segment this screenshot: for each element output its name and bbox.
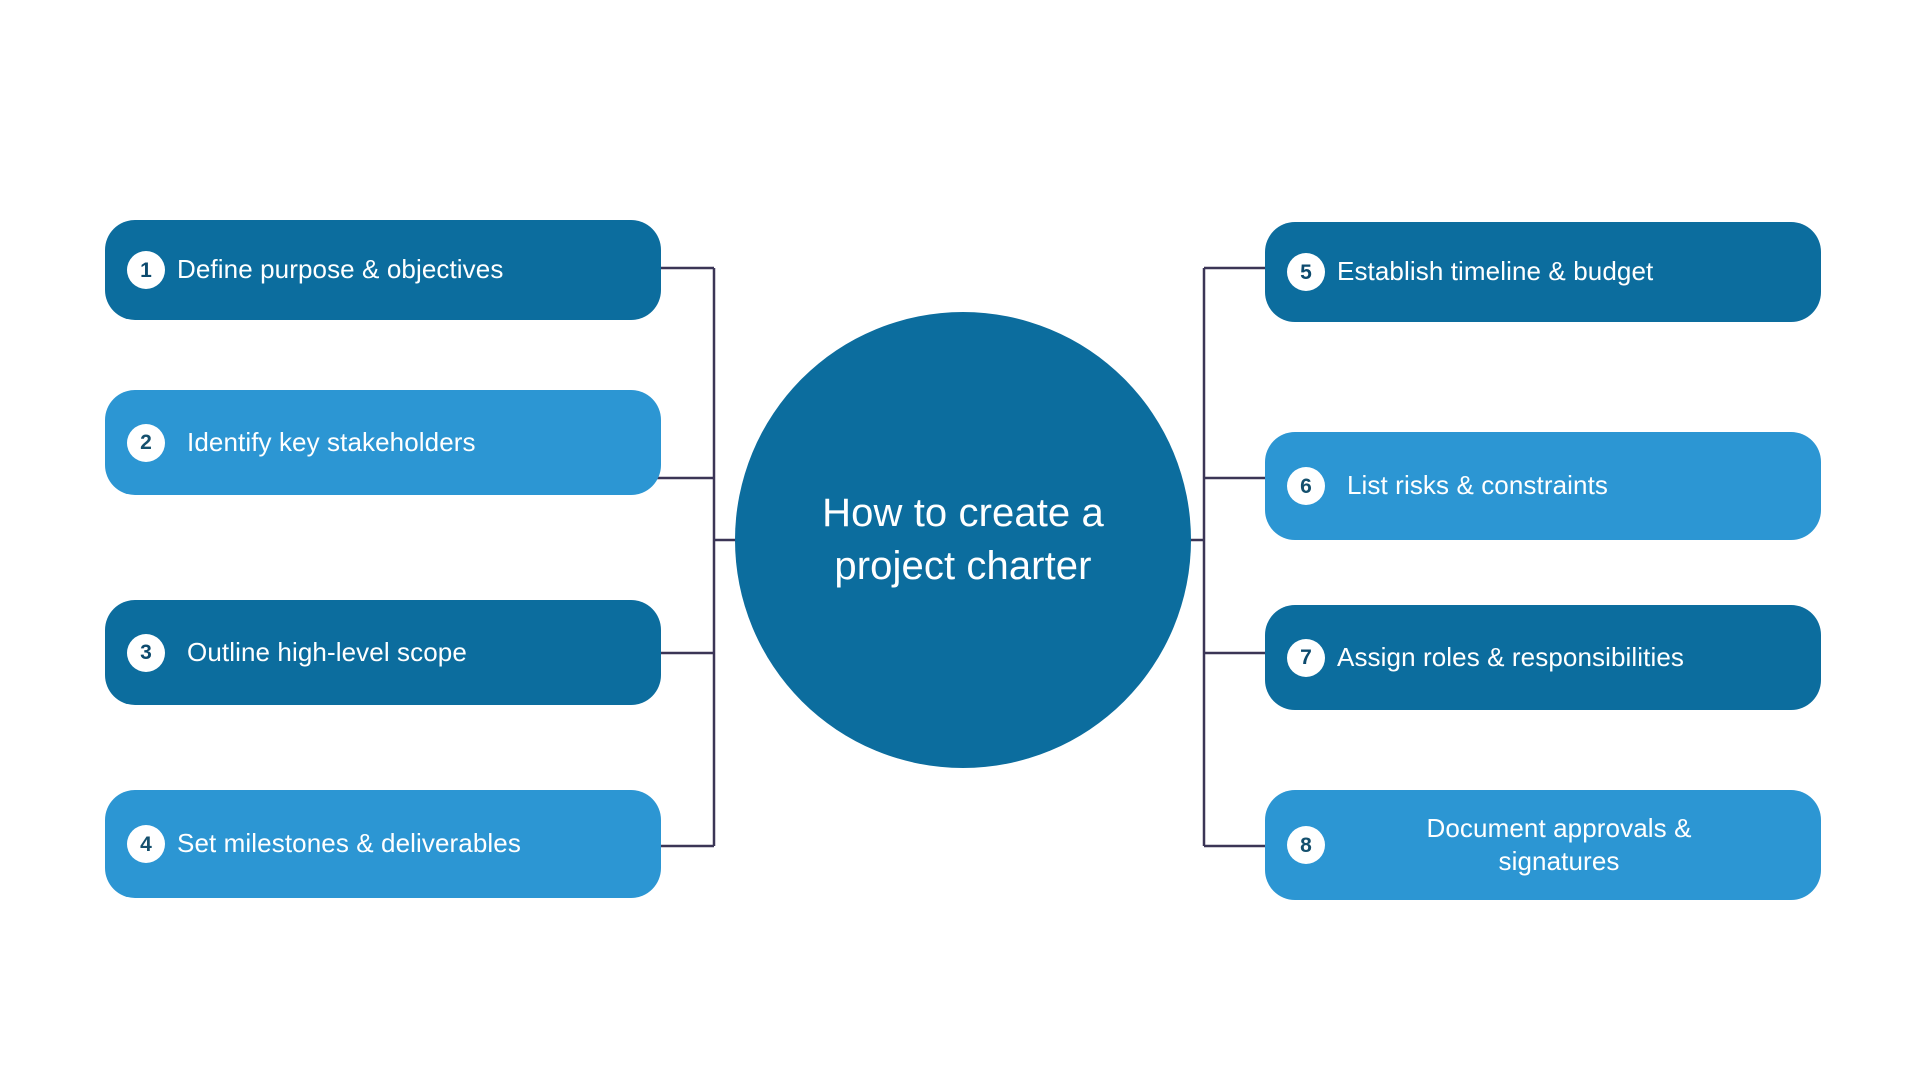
- step-number-badge-7: 7: [1287, 638, 1325, 677]
- step-label-4: Set milestones & deliverables: [177, 828, 521, 859]
- step-label-1: Define purpose & objectives: [177, 254, 504, 285]
- step-number-badge-4: 4: [127, 825, 165, 863]
- step-label-5: Establish timeline & budget: [1337, 256, 1654, 287]
- step-label-2: Identify key stakeholders: [187, 426, 476, 457]
- step-number-badge-3: 3: [127, 633, 165, 672]
- step-number-badge-1: 1: [127, 251, 165, 289]
- step-node-3[interactable]: 3 Outline high-level scope: [105, 600, 661, 705]
- step-node-1[interactable]: 1 Define purpose & objectives: [105, 220, 661, 320]
- step-label-6: List risks & constraints: [1347, 470, 1609, 501]
- step-label-3: Outline high-level scope: [187, 636, 467, 667]
- step-node-4[interactable]: 4 Set milestones & deliverables: [105, 790, 661, 898]
- center-node: How to create a project charter: [735, 312, 1191, 768]
- step-number-badge-2: 2: [127, 423, 165, 462]
- step-number-badge-6: 6: [1287, 467, 1325, 505]
- step-number-badge-8: 8: [1287, 826, 1325, 864]
- center-title: How to create a project charter: [822, 491, 1104, 588]
- step-label-8: Document approvals & signatures: [1426, 812, 1692, 876]
- step-node-7[interactable]: 7 Assign roles & responsibilities: [1265, 605, 1821, 710]
- step-node-8[interactable]: 8 Document approvals & signatures: [1265, 790, 1821, 900]
- step-node-5[interactable]: 5 Establish timeline & budget: [1265, 222, 1821, 322]
- step-node-6[interactable]: 6 List risks & constraints: [1265, 432, 1821, 540]
- step-node-2[interactable]: 2 Identify key stakeholders: [105, 390, 661, 495]
- step-label-7: Assign roles & responsibilities: [1337, 641, 1685, 672]
- step-number-badge-5: 5: [1287, 253, 1325, 291]
